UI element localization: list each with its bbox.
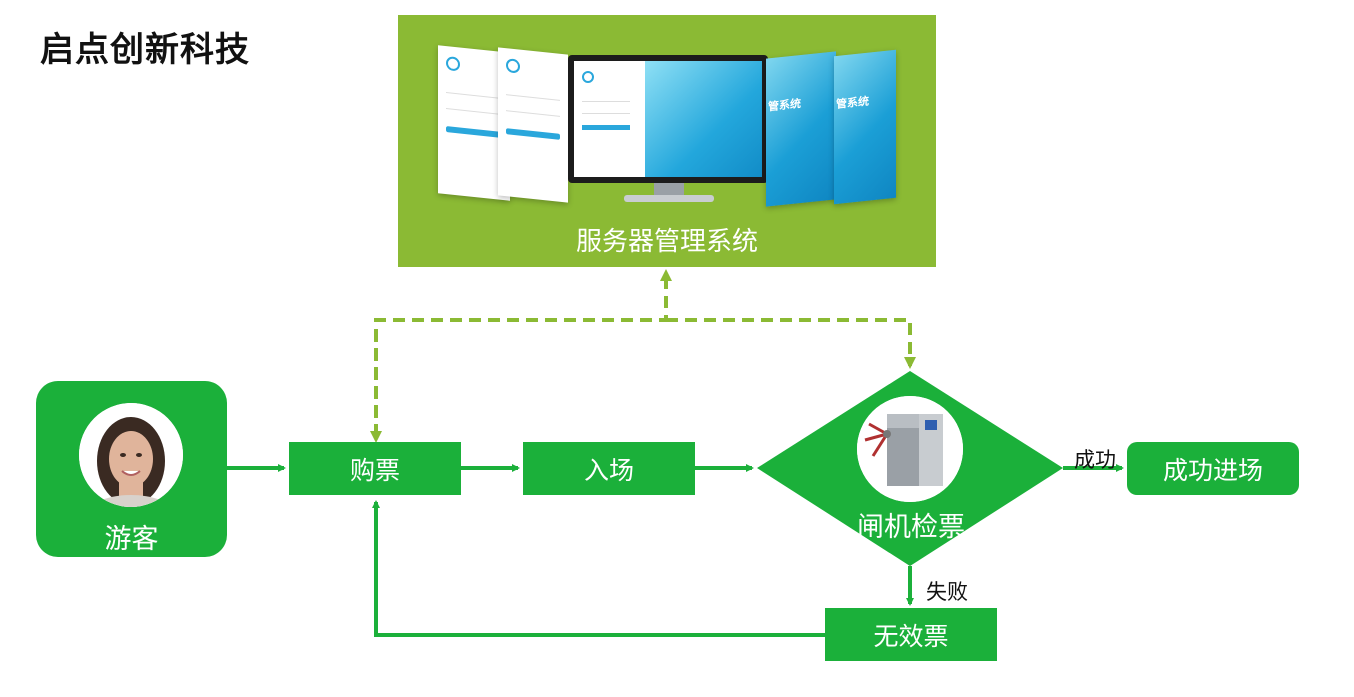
invalid-ticket-node: 无效票 bbox=[825, 608, 997, 661]
buy-ticket-label: 购票 bbox=[349, 455, 400, 485]
software-screens-illustration: 管系统 管系统 bbox=[398, 15, 936, 215]
enter-label: 入场 bbox=[583, 455, 634, 485]
buy-ticket-node: 购票 bbox=[289, 442, 461, 495]
monitor-stand bbox=[654, 183, 684, 195]
dashed-line-to-gate bbox=[666, 318, 916, 369]
success-entry-label: 成功进场 bbox=[1162, 455, 1263, 485]
company-title: 启点创新科技 bbox=[40, 30, 250, 70]
turnstile-gate-image bbox=[857, 396, 963, 502]
dashed-line-buy-to-server bbox=[374, 269, 672, 436]
success-entry-node: 成功进场 bbox=[1127, 442, 1299, 495]
server-management-panel: 管系统 管系统 服务器管理系统 bbox=[398, 15, 936, 267]
visitor-portrait-icon bbox=[79, 403, 183, 507]
monitor bbox=[568, 55, 768, 183]
turnstile-icon bbox=[857, 396, 963, 502]
edge-label-success: 成功 bbox=[1074, 448, 1116, 472]
arrow-invalid-back-to-buy bbox=[372, 500, 826, 637]
invalid-ticket-label: 无效票 bbox=[873, 621, 949, 651]
monitor-screen bbox=[574, 61, 762, 177]
visitor-avatar bbox=[79, 403, 183, 507]
enter-node: 入场 bbox=[523, 442, 695, 495]
gate-check-label: 闸机检票 bbox=[857, 512, 965, 543]
monitor-base bbox=[624, 195, 714, 202]
visitor-node: 游客 bbox=[36, 381, 227, 557]
edge-label-fail: 失败 bbox=[926, 580, 968, 604]
server-label: 服务器管理系统 bbox=[575, 227, 758, 257]
visitor-label: 游客 bbox=[104, 524, 159, 555]
